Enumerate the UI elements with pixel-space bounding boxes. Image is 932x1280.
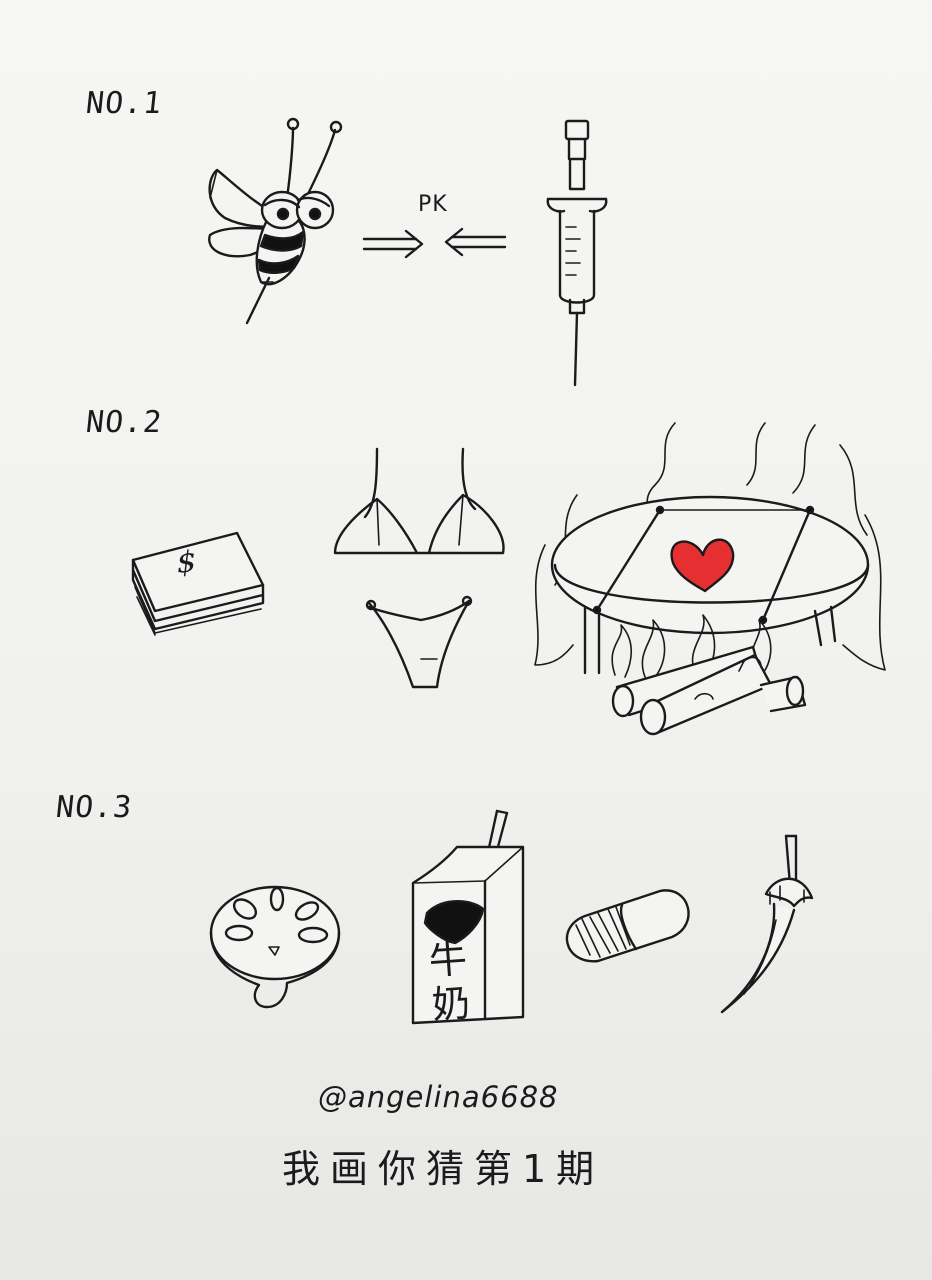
author-handle: @angelina6688 [318,1080,559,1114]
section-label-2: NO.2 [84,405,165,440]
pill-capsule-drawing [565,889,690,963]
milk-carton-drawing [411,809,525,1025]
syringe-drawing [546,119,608,387]
pk-arrows [362,227,507,259]
milk-carton-label: 牛奶 [427,936,473,1028]
section-label-3: NO.3 [54,790,135,825]
series-title: 我画你猜第1期 [282,1147,605,1191]
grill-fire-drawing [534,422,886,736]
bikini-drawing [333,447,505,689]
lotus-root-drawing [209,885,341,1009]
section-label-1: NO.1 [84,86,165,121]
money-stack-drawing [131,531,265,636]
mosquito-drawing [208,117,343,325]
chili-pepper-drawing [720,834,814,1014]
pk-label: PK [418,192,448,217]
